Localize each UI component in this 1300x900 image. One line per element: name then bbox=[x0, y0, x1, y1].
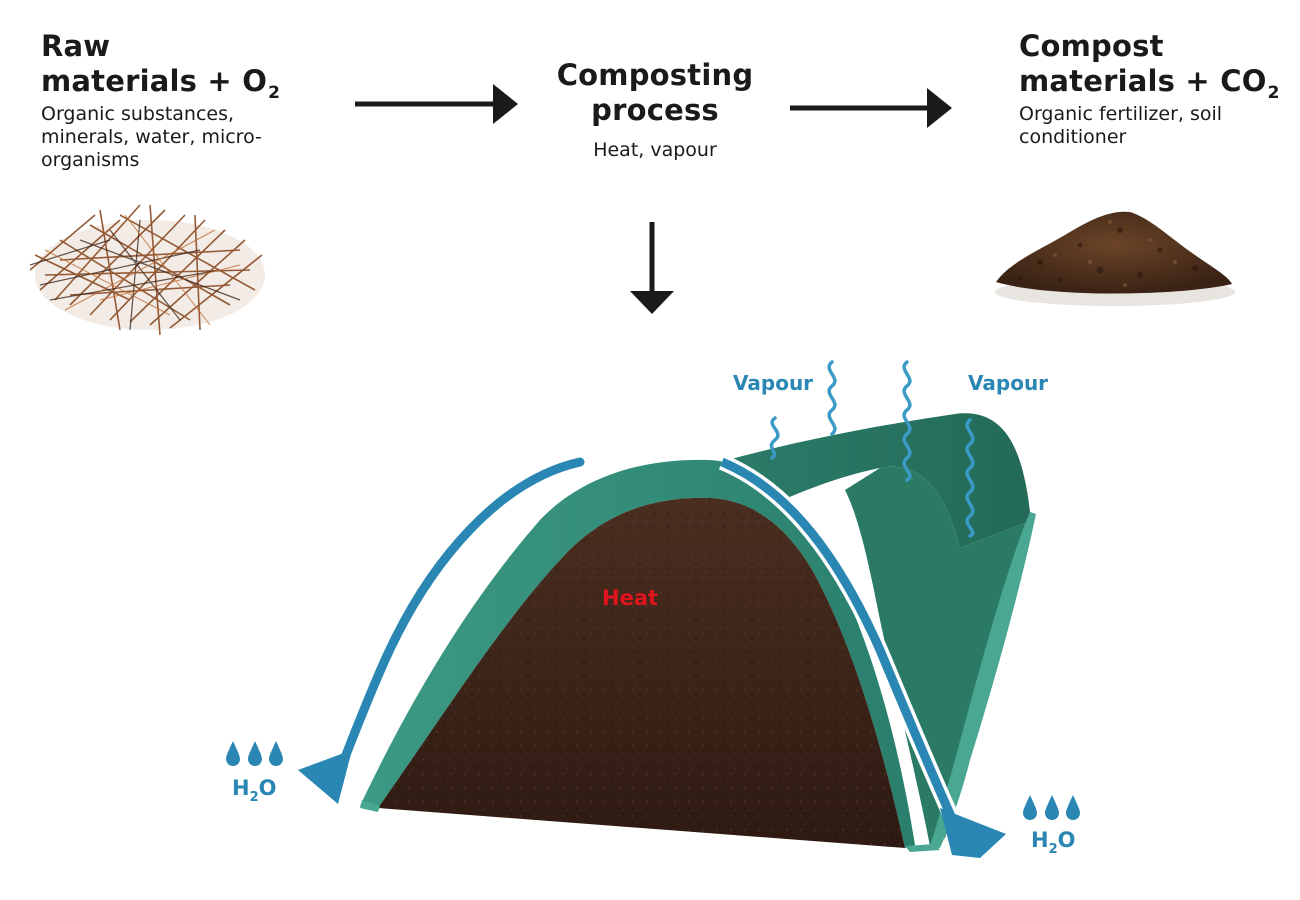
compost-heap-cover bbox=[298, 413, 1036, 858]
compost-title-subscript: 2 bbox=[1267, 83, 1280, 103]
arrow-down-icon bbox=[630, 222, 674, 314]
vapour-label-right: Vapour bbox=[968, 371, 1049, 395]
raw-title-subscript: 2 bbox=[268, 83, 281, 103]
process-title-line1: Composting bbox=[556, 58, 754, 92]
compost-materials-title: Compost materials + CO2 bbox=[1019, 29, 1280, 104]
arrow-right-icon bbox=[355, 84, 518, 124]
arrow-right-icon bbox=[790, 88, 952, 128]
raw-title-line2: materials + O2 bbox=[41, 64, 281, 103]
raw-materials-description: Organic substances, minerals, water, mic… bbox=[41, 103, 262, 171]
vapour-wave-icon bbox=[769, 360, 975, 538]
compost-pile-image bbox=[995, 211, 1235, 306]
water-drop-icon bbox=[226, 741, 283, 766]
h2o-label-left: H2O bbox=[232, 776, 277, 805]
composting-process-title: Composting process bbox=[540, 58, 770, 128]
compost-title-line2: materials + CO2 bbox=[1019, 64, 1280, 103]
water-drop-icon bbox=[1023, 795, 1080, 820]
raw-material-image bbox=[29, 204, 265, 336]
compost-title-line1: Compost bbox=[1019, 29, 1164, 63]
h2o-label-right: H2O bbox=[1031, 828, 1076, 857]
process-title-line2: process bbox=[591, 93, 719, 127]
heat-label: Heat bbox=[602, 586, 659, 610]
raw-title-line1: Raw bbox=[41, 29, 111, 63]
compost-materials-description: Organic fertilizer, soil conditioner bbox=[1019, 103, 1223, 148]
composting-process-description: Heat, vapour bbox=[593, 139, 717, 161]
vapour-label-left: Vapour bbox=[733, 371, 814, 395]
raw-materials-title: Raw materials + O2 bbox=[41, 29, 280, 104]
